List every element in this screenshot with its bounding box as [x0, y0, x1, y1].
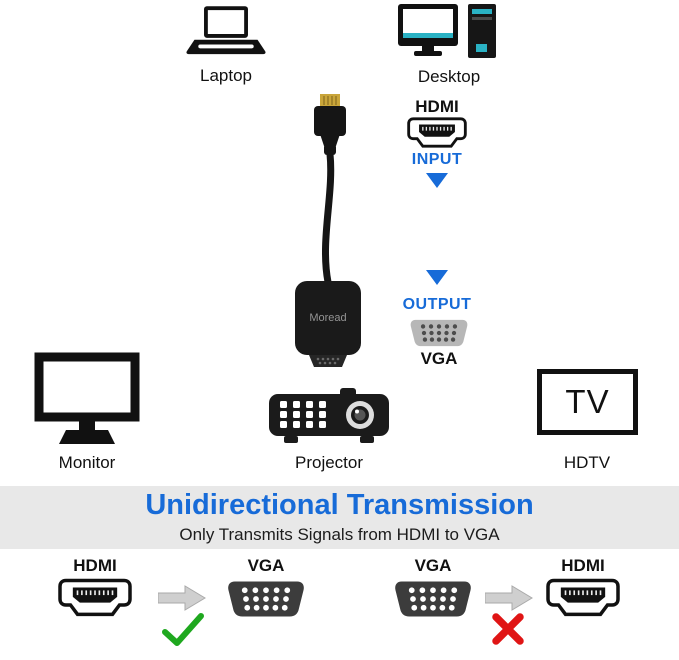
- check-icon: [161, 612, 205, 648]
- right-arrow-icon: [485, 584, 533, 612]
- input-label: INPUT: [411, 151, 463, 168]
- down-arrow-icon: [426, 270, 448, 285]
- banner: Unidirectional Transmission Only Transmi…: [0, 486, 679, 549]
- laptop-label: Laptop: [200, 66, 252, 85]
- output-label: OUTPUT: [402, 296, 472, 313]
- hdmi-connector-icon: [56, 577, 134, 619]
- projector-icon: [268, 387, 390, 449]
- comparison-hdmi-label: HDMI: [561, 556, 605, 575]
- tv-icon: TV: [537, 369, 638, 435]
- flow-hdmi-label: HDMI: [415, 97, 459, 116]
- hdmi-connector-icon: [406, 116, 468, 150]
- vga-connector-icon: [226, 579, 306, 619]
- projector-label: Projector: [294, 453, 364, 472]
- monitor-icon: [34, 352, 140, 448]
- right-arrow-icon: [158, 584, 206, 612]
- comparison-vga-label: VGA: [414, 556, 452, 575]
- banner-subtitle: Only Transmits Signals from HDMI to VGA: [179, 525, 500, 544]
- laptop-icon: [183, 6, 269, 62]
- desktop-label: Desktop: [417, 67, 481, 86]
- vga-connector-icon: [393, 579, 473, 619]
- hdmi-connector-icon: [544, 577, 622, 619]
- banner-title: Unidirectional Transmission: [145, 489, 534, 521]
- vga-connector-icon: [409, 318, 469, 348]
- cross-icon: [489, 610, 527, 648]
- down-arrow-icon: [426, 173, 448, 188]
- desktop-icon: [398, 4, 500, 64]
- tv-screen-text: TV: [565, 383, 610, 420]
- comparison-vga-label: VGA: [247, 556, 285, 575]
- hdtv-label: HDTV: [563, 453, 611, 472]
- adapter-brand-text: Moread: [309, 312, 346, 324]
- flow-vga-label: VGA: [420, 349, 458, 368]
- comparison-hdmi-label: HDMI: [73, 556, 117, 575]
- monitor-label: Monitor: [58, 453, 116, 472]
- adapter-image: Moread: [295, 94, 361, 367]
